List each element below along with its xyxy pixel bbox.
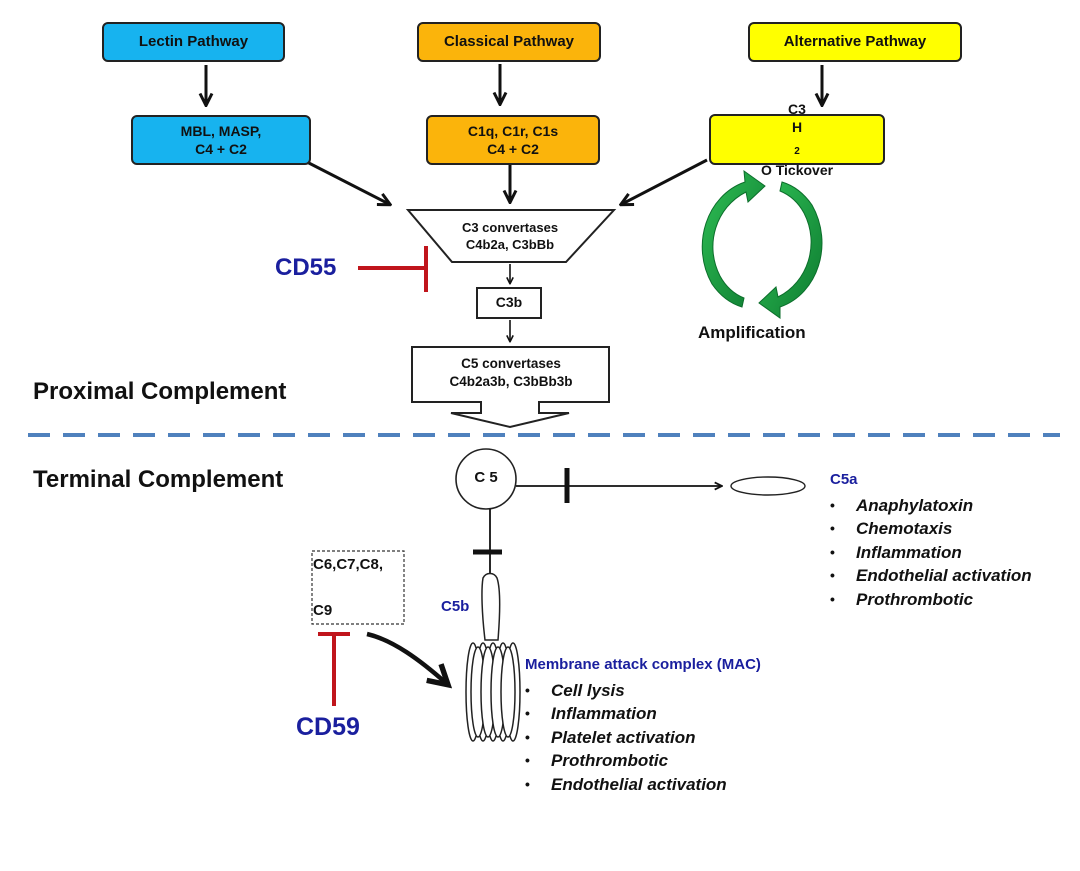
classical-components-line2: C4 + C2 bbox=[487, 141, 539, 157]
classical-components-box: C1q, C1r, C1s C4 + C2 bbox=[426, 115, 600, 165]
mac-pore-icon bbox=[465, 642, 521, 742]
mac-effect-item: Prothrombotic bbox=[523, 749, 727, 773]
mac-effect-item: Inflammation bbox=[523, 702, 727, 726]
classical-components-line1: C1q, C1r, C1s bbox=[467, 123, 559, 139]
mac-title: Membrane attack complex (MAC) bbox=[525, 656, 761, 673]
cd59-label: CD59 bbox=[296, 713, 360, 741]
cd55-label: CD55 bbox=[275, 254, 337, 281]
lectin-components-box: MBL, MASP, C4 + C2 bbox=[131, 115, 311, 165]
lectin-pathway-box: Lectin Pathway bbox=[102, 22, 285, 62]
amplification-label: Amplification bbox=[698, 323, 806, 342]
c5-circle bbox=[455, 448, 517, 510]
classical-pathway-box: Classical Pathway bbox=[417, 22, 601, 62]
c5a-label: C5a bbox=[830, 471, 858, 488]
amplification-cycle-icon bbox=[701, 169, 823, 319]
mac-effect-item: Endothelial activation bbox=[523, 773, 727, 797]
mac-effects-list: Cell lysisInflammationPlatelet activatio… bbox=[523, 679, 727, 796]
c5a-effects-list: AnaphylatoxinChemotaxisInflammationEndot… bbox=[828, 494, 1032, 611]
c3-convertases-line1: C3 convertases bbox=[461, 220, 559, 235]
lectin-pathway-title: Lectin Pathway bbox=[138, 33, 249, 50]
arrow-c6c9-to-mac bbox=[366, 631, 453, 689]
alternative-components-line1: C3 bbox=[788, 101, 806, 118]
c5-convertases-line1: C5 convertases bbox=[461, 356, 561, 371]
c3-convertases-line2: C4b2a, C3bBb bbox=[465, 237, 555, 252]
lectin-components-line2: C4 + C2 bbox=[195, 141, 247, 157]
proximal-complement-title: Proximal Complement bbox=[33, 378, 287, 405]
c6-c9-box bbox=[311, 550, 405, 625]
c5-convertases-label: C5 convertases C4b2a3b, C3bBb3b bbox=[414, 355, 608, 391]
c5a-ellipse bbox=[730, 476, 806, 496]
alternative-pathway-title: Alternative Pathway bbox=[783, 33, 927, 50]
arrow-alternative-to-c3 bbox=[622, 158, 708, 204]
c5b-label: C5b bbox=[441, 598, 470, 615]
alternative-pathway-box: Alternative Pathway bbox=[748, 22, 962, 62]
mac-effect-item: Platelet activation bbox=[523, 726, 727, 750]
c3-convertases-shape bbox=[405, 209, 617, 263]
classical-pathway-title: Classical Pathway bbox=[443, 33, 575, 50]
c5a-effect-item: Inflammation bbox=[828, 541, 1032, 565]
c3b-box bbox=[476, 287, 542, 319]
c5b-shape bbox=[481, 572, 501, 641]
c5-convertases-line2: C4b2a3b, C3bBb3b bbox=[449, 374, 573, 389]
terminal-complement-title: Terminal Complement bbox=[33, 466, 284, 493]
c5a-effect-item: Prothrombotic bbox=[828, 588, 1032, 612]
c3-convertases-label: C3 convertases C4b2a, C3bBb bbox=[440, 219, 580, 253]
c5-convertases-shape bbox=[411, 346, 610, 429]
c9-label: C9 bbox=[313, 602, 333, 619]
c5a-effect-item: Chemotaxis bbox=[828, 517, 1032, 541]
c5-label: C 5 bbox=[474, 469, 498, 486]
c6-c8-label: C6,C7,C8, bbox=[313, 556, 384, 573]
mac-effect-item: Cell lysis bbox=[523, 679, 727, 703]
lectin-components-line1: MBL, MASP, bbox=[180, 123, 262, 139]
arrow-lectin-to-c3 bbox=[302, 158, 389, 204]
c3b-label: C3b bbox=[495, 294, 523, 310]
c5a-effect-item: Anaphylatoxin bbox=[828, 494, 1032, 518]
c5a-effect-item: Endothelial activation bbox=[828, 564, 1032, 588]
